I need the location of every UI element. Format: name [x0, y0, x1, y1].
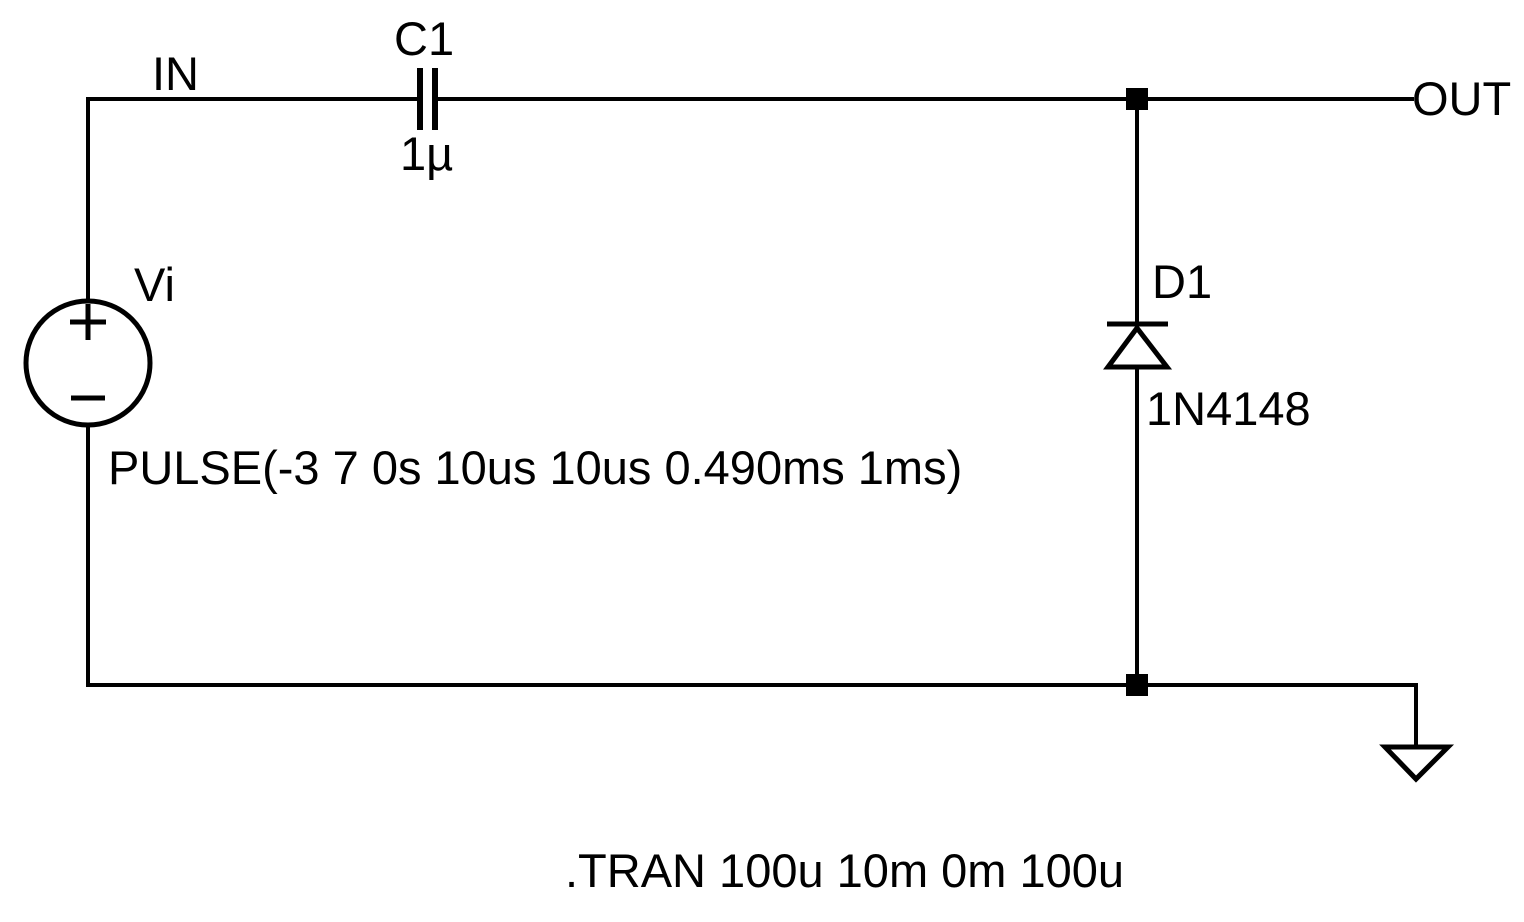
voltage-source-symbol [23, 298, 153, 428]
ground-icon [1379, 744, 1455, 783]
net-label-out: OUT [1412, 72, 1511, 125]
junction-dot-top [1126, 88, 1148, 110]
voltage-source-circle [23, 298, 153, 428]
voltage-source-value-label: PULSE(-3 7 0s 10us 10us 0.490ms 1ms) [108, 441, 962, 494]
wire-in-to-source [86, 97, 417, 301]
capacitor-value-label: 1µ [400, 127, 453, 180]
diode-value-label: 1N4148 [1146, 382, 1311, 435]
plus-sign-icon [70, 304, 106, 340]
diode-triangle [1103, 323, 1173, 370]
voltage-source-designator-label: Vi [134, 258, 175, 311]
diode-designator-label: D1 [1152, 255, 1212, 308]
junction-dot-bottom [1126, 674, 1148, 696]
diode-symbol [1103, 321, 1173, 370]
wire-source-to-ground [86, 425, 1418, 748]
net-label-in: IN [152, 47, 199, 100]
spice-tran-directive: .TRAN 100u 10m 0m 100u [565, 844, 1124, 897]
capacitor-designator-label: C1 [394, 12, 454, 65]
capacitor-symbol [417, 68, 438, 130]
